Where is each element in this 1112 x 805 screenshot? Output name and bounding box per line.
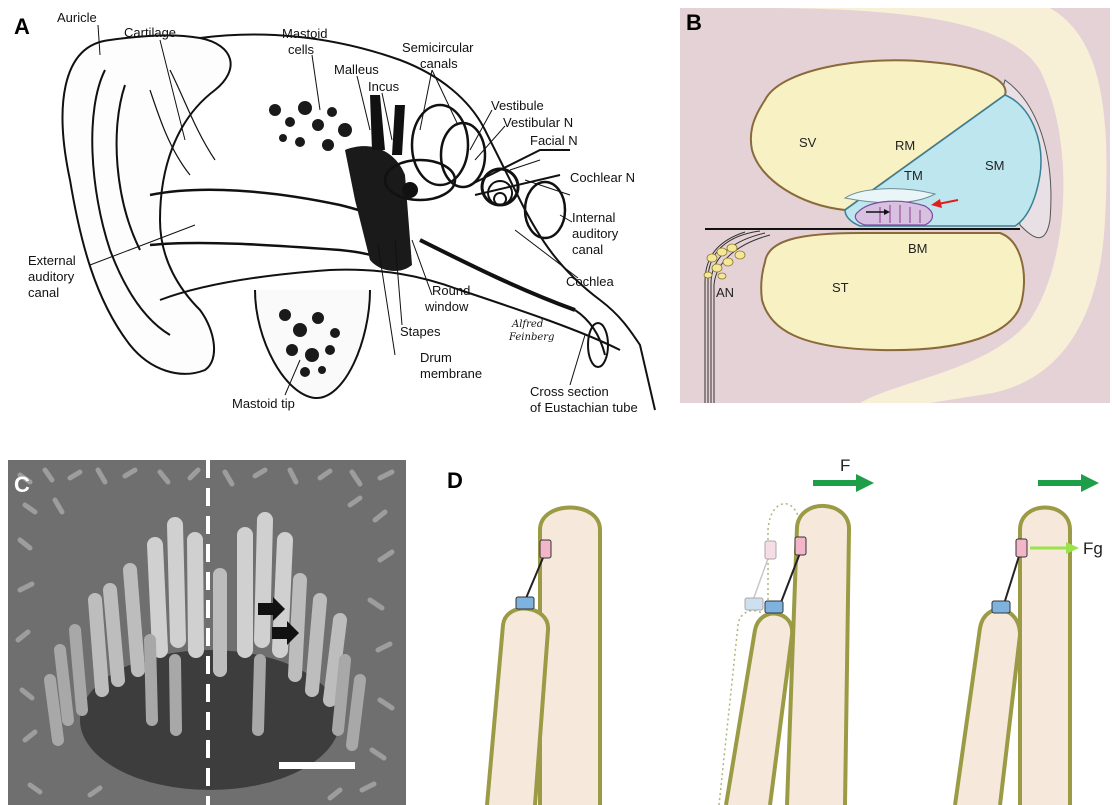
channel-rest (745, 598, 763, 610)
label-sv: SV (799, 135, 817, 150)
force-arrow-head (856, 474, 874, 492)
label-internal-line2: auditory (572, 226, 619, 241)
mechanotransduction-channel-open (765, 601, 783, 613)
label-drum-line2: membrane (420, 366, 482, 381)
panel-b-letter: B (686, 10, 702, 35)
label-semicircular-line1: Semicircular (402, 40, 474, 55)
force-label: F (840, 456, 850, 475)
label-internal-line3: canal (572, 242, 603, 257)
label-incus: Incus (368, 79, 400, 94)
label-vestibular-n: Vestibular N (503, 115, 573, 130)
label-facial-n: Facial N (530, 133, 578, 148)
label-mastoid-cells-line2: cells (288, 42, 315, 57)
force-arrow-head (1081, 474, 1099, 492)
stereocilia-pair-deflected: F (719, 456, 874, 805)
panel-d-letter: D (447, 468, 463, 493)
label-drum-line1: Drum (420, 350, 452, 365)
upper-tip-link-density (540, 540, 551, 558)
label-semicircular-line2: canals (420, 56, 458, 71)
scale-bar (279, 762, 355, 769)
stereocilia-pair-gating: Fg (955, 474, 1103, 805)
upper-density-rest (765, 541, 776, 559)
panel-c-letter: C (14, 472, 30, 497)
panel-a-letter: A (14, 14, 30, 39)
label-vestibule: Vestibule (491, 98, 544, 113)
upper-tip-link-density (1016, 539, 1027, 557)
middle-ear-cavity (345, 95, 418, 271)
label-rm: RM (895, 138, 915, 153)
gating-force-arrow-head (1066, 542, 1079, 554)
artist-signature-line2: Feinberg (508, 332, 554, 343)
scala-tympani (761, 233, 1024, 350)
panel-d: D F (447, 456, 1103, 805)
short-stereocilium (487, 609, 548, 805)
label-sm: SM (985, 158, 1005, 173)
mechanotransduction-channel (516, 597, 534, 609)
label-cochlea: Cochlea (566, 274, 614, 289)
short-stereocilium (726, 614, 792, 805)
panel-a: A (14, 10, 655, 415)
short-stereocilium (955, 610, 1020, 805)
label-an: AN (716, 285, 734, 300)
label-auricle: Auricle (57, 10, 97, 25)
mechanotransduction-channel (992, 601, 1010, 613)
panel-b: SV RM SM TM BM ST AN B (680, 8, 1110, 403)
panel-c: C (8, 460, 406, 805)
stereocilia-pair-rest (487, 508, 600, 805)
label-cross-section-line1: Cross section (530, 384, 609, 399)
label-mastoid-tip: Mastoid tip (232, 396, 295, 411)
label-external-line2: auditory (28, 269, 75, 284)
ear-anatomy-drawing (63, 34, 655, 410)
label-internal-line1: Internal (572, 210, 615, 225)
label-malleus: Malleus (334, 62, 379, 77)
label-external-line3: canal (28, 285, 59, 300)
label-tm: TM (904, 168, 923, 183)
artist-signature-line1: Alfred (511, 319, 543, 330)
gating-force-label: Fg (1083, 539, 1103, 558)
label-cochlear-n: Cochlear N (570, 170, 635, 185)
tip-link (1004, 553, 1020, 604)
label-st: ST (832, 280, 849, 295)
label-cartilage: Cartilage (124, 25, 176, 40)
label-external-line1: External (28, 253, 76, 268)
upper-tip-link-density (795, 537, 806, 555)
label-bm: BM (908, 241, 928, 256)
label-round-window-line1: Round (432, 283, 470, 298)
label-round-window-line2: window (424, 299, 469, 314)
label-stapes: Stapes (400, 324, 441, 339)
label-mastoid-cells-line1: Mastoid (282, 26, 328, 41)
label-cross-section-line2: of Eustachian tube (530, 400, 638, 415)
